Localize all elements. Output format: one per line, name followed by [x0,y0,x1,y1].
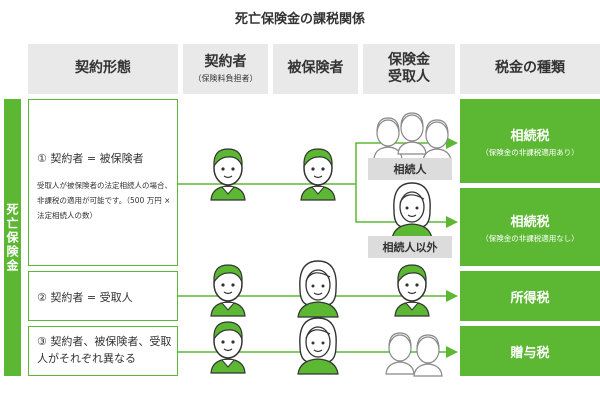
tax-box-inheritance-exempt: 相続税 （保険金の非課税適用あり） [460,99,600,183]
side-label-death-benefit: 死亡保険金 [4,99,21,376]
row3-beneficiary-family-icon [385,332,443,377]
tax-box-inheritance-nonexempt: 相続税 （保険金の非課税適用なし） [460,188,600,266]
row3-label: ③ 契約者、被保険者、受取人がそれぞれ異なる [37,335,172,365]
row1-label: ① 契約者 = 被保険者 [37,152,144,165]
tax-sub-2: （保険金の非課税適用なし） [481,233,579,243]
heir-badge: 相続人 [368,158,452,180]
header-beneficiary: 保険金 受取人 [363,44,455,94]
tax-box-gift: 贈与税 [460,326,600,376]
non-heir-badge: 相続人以外 [368,236,452,258]
header-contract-form-label: 契約形態 [75,60,131,77]
tax-name-3: 所得税 [510,290,550,306]
row2-label: ② 契約者 = 受取人 [37,291,133,304]
header-contract-form: 契約形態 [28,44,178,94]
arrow-head-3 [446,290,458,302]
arrow-head-1 [446,137,458,149]
header-contractor: 契約者 （保険料負担者） [183,44,268,94]
header-insured-label: 被保険者 [287,60,344,77]
tax-name-1: 相続税 [510,128,550,144]
diagram-title: 死亡保険金の課税関係 [234,12,365,27]
row3-contract-box: ③ 契約者、被保険者、受取人がそれぞれ異なる [28,326,178,376]
tax-box-income: 所得税 [460,271,600,321]
row1-insured-person-icon [300,148,336,201]
row2-insured-person-icon [297,260,339,318]
row3-insured-person-icon [297,317,339,375]
header-tax-type: 税金の種類 [460,44,600,94]
heirs-family-icon [373,112,452,162]
tax-name-4: 贈与税 [510,345,550,361]
header-beneficiary-label: 保険金 受取人 [388,51,430,86]
row1-contract-box: ① 契約者 = 被保険者 受取人が被保険者の法定相続人の場合、非課税の適用が可能… [28,99,178,266]
arrow-head-2 [446,216,458,228]
row2-contract-box: ② 契約者 = 受取人 [28,271,178,321]
header-tax-type-label: 税金の種類 [495,60,565,77]
row2-contractor-person-icon [210,264,246,317]
tax-sub-1: （保険金の非課税適用あり） [481,147,579,157]
row2-beneficiary-person-icon [394,264,430,317]
arrow-head-4 [446,346,458,358]
tax-name-2: 相続税 [510,214,550,230]
row1-note: 受取人が被保険者の法定相続人の場合、非課税の適用が可能です。（500 万円 × … [37,181,172,220]
header-contractor-label: 契約者 [204,54,247,71]
row3-contractor-person-icon [210,321,246,374]
header-insured: 被保険者 [273,44,358,94]
header-contractor-sub: （保険料負担者） [193,73,258,83]
non-heir-person-icon [391,182,433,240]
row1-contractor-person-icon [210,148,246,201]
